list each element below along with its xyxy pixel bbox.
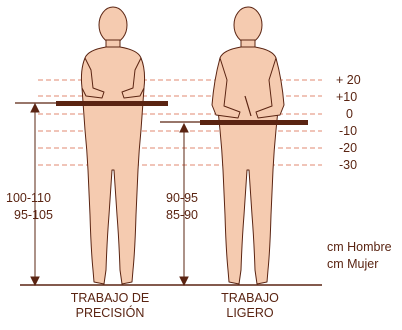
caption-light-line2: LIGERO (226, 306, 274, 320)
torso-legs (81, 46, 145, 285)
head (233, 6, 263, 44)
height-women-precision: 95-105 (14, 208, 53, 222)
head (98, 6, 128, 44)
caption-light: TRABAJO LIGERO (212, 291, 288, 321)
pencil (244, 95, 252, 117)
height-men-precision: 100-110 (6, 191, 51, 205)
scale-label-minus30: -30 (339, 158, 358, 172)
caption-precision-line2: PRECISIÓN (75, 306, 145, 320)
height-women-light: 85-90 (166, 208, 198, 222)
scale-label-minus10: -10 (339, 124, 358, 138)
right-arm (255, 57, 285, 119)
scale-label-plus20: + 20 (336, 73, 361, 87)
scale-label-zero: 0 (346, 107, 353, 121)
legend-women: cm Mujer (327, 257, 379, 271)
left-arm (80, 57, 105, 99)
height-arrow-light (179, 122, 189, 287)
legend-men: cm Hombre (327, 240, 392, 254)
figure-precision-worker (80, 6, 146, 285)
table-top-precision (56, 101, 168, 106)
figure-light-worker (211, 6, 285, 285)
height-men-light: 90-95 (166, 191, 198, 205)
height-arrow-precision (30, 102, 40, 287)
caption-precision-line1: TRABAJO DE (70, 291, 150, 305)
table-top-light (200, 120, 308, 125)
caption-precision: TRABAJO DE PRECISIÓN (62, 291, 158, 321)
left-arm (211, 57, 241, 119)
scale-label-minus20: -20 (339, 141, 358, 155)
torso-legs (216, 46, 280, 285)
scale-label-plus10: +10 (336, 90, 358, 104)
right-arm (121, 57, 146, 99)
caption-light-line1: TRABAJO (221, 291, 279, 305)
